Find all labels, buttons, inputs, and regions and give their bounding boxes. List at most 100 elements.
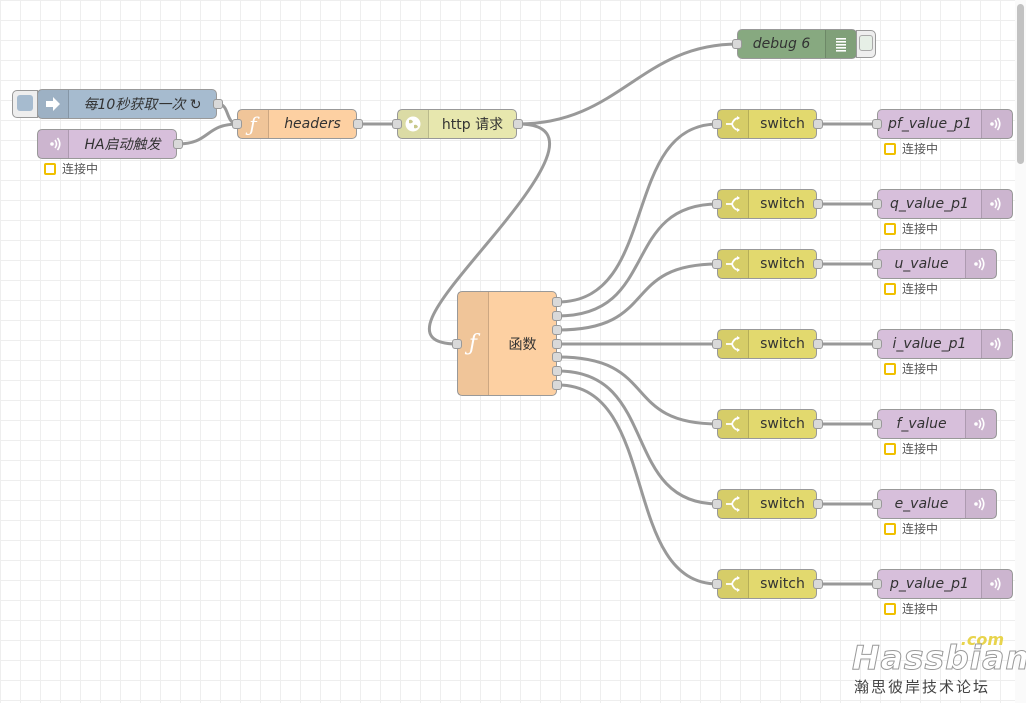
status-ring-icon [884,222,896,235]
ha-entity-status: 连接中 [884,220,938,237]
status-ring-icon [884,142,896,155]
switch-node[interactable]: switch [717,489,817,519]
switch-label: switch [760,416,805,432]
ha-entity-label: p_value_p1 [890,576,969,592]
ha-start-node[interactable]: HA启动触发 [37,129,177,159]
wire-http-debug [516,42,740,126]
ha-entity-label: f_value [896,416,947,432]
http-request-label: http 请求 [441,117,504,133]
wire-func-switch7 [556,383,720,586]
switch-input-port[interactable] [712,119,722,129]
headers-function-node[interactable]: ƒ headers [237,109,357,139]
func-output-port-6[interactable] [552,366,562,376]
ha-entity-input-port[interactable] [872,419,882,429]
ha-start-status: 连接中 [44,160,98,177]
debug-node[interactable]: debug 6 [737,29,857,59]
switch-node[interactable]: switch [717,409,817,439]
ha-entity-node[interactable]: e_value [877,489,997,519]
wifi-signal-icon [965,490,996,518]
watermark-com: .com [960,630,1004,649]
ha-entity-input-port[interactable] [872,259,882,269]
inject-node[interactable]: 每10秒获取一次 ↻ [37,89,217,119]
switch-icon [718,490,749,518]
ha-entity-node[interactable]: q_value_p1 [877,189,1013,219]
func-input-port[interactable] [452,339,462,349]
ha-entity-status-text: 连接中 [902,142,939,156]
ha-entity-input-port[interactable] [872,199,882,209]
func-output-port-4[interactable] [552,339,562,349]
ha-entity-node[interactable]: u_value [877,249,997,279]
debug-toggle-button[interactable] [856,30,876,58]
ha-entity-status: 连接中 [884,280,938,297]
main-function-node[interactable]: ƒ 函数 [457,291,557,396]
switch-output-port[interactable] [813,419,823,429]
ha-entity-node[interactable]: f_value [877,409,997,439]
arrow-in-icon [38,90,69,118]
switch-input-port[interactable] [712,499,722,509]
debug-input-port[interactable] [732,39,742,49]
ha-entity-label: u_value [894,256,949,272]
switch-node[interactable]: switch [717,569,817,599]
function-icon: ƒ [238,110,269,138]
http-output-port[interactable] [513,119,523,129]
switch-input-port[interactable] [712,339,722,349]
status-ring-icon [884,282,896,295]
func-output-port-5[interactable] [552,352,562,362]
switch-input-port[interactable] [712,419,722,429]
switch-input-port[interactable] [712,199,722,209]
ha-entity-status-text: 连接中 [902,282,939,296]
headers-input-port[interactable] [232,119,242,129]
switch-node[interactable]: switch [717,329,817,359]
wifi-signal-icon [981,190,1012,218]
switch-output-port[interactable] [813,259,823,269]
inject-button-square [17,95,33,111]
ha-entity-status-text: 连接中 [902,442,939,456]
ha-start-output-port[interactable] [173,139,183,149]
switch-node[interactable]: switch [717,249,817,279]
switch-icon [718,250,749,278]
http-request-node[interactable]: http 请求 [397,109,517,139]
ha-entity-status: 连接中 [884,440,938,457]
switch-node[interactable]: switch [717,109,817,139]
status-ring-icon [884,602,896,615]
switch-output-port[interactable] [813,119,823,129]
func-output-port-2[interactable] [552,311,562,321]
ha-entity-input-port[interactable] [872,579,882,589]
ha-start-label: HA启动触发 [84,137,161,153]
headers-output-port[interactable] [353,119,363,129]
list-icon [825,30,856,58]
status-ring-icon [884,362,896,375]
ha-entity-status: 连接中 [884,140,938,157]
watermark-tagline: 瀚思彼岸技术论坛 [854,678,991,696]
vertical-scrollbar[interactable] [1015,0,1026,703]
switch-input-port[interactable] [712,259,722,269]
debug-label: debug 6 [752,36,811,52]
ha-entity-label: q_value_p1 [890,196,969,212]
func-output-port-7[interactable] [552,380,562,390]
http-input-port[interactable] [392,119,402,129]
inject-output-port[interactable] [213,99,223,109]
ha-entity-node[interactable]: p_value_p1 [877,569,1013,599]
switch-output-port[interactable] [813,339,823,349]
inject-trigger-button[interactable] [12,90,38,118]
ha-entity-input-port[interactable] [872,339,882,349]
wire-http-func [427,122,551,346]
switch-output-port[interactable] [813,499,823,509]
ha-entity-status: 连接中 [884,600,938,617]
switch-label: switch [760,336,805,352]
ha-entity-label: pf_value_p1 [888,116,972,132]
scrollbar-thumb[interactable] [1017,4,1024,164]
ha-entity-input-port[interactable] [872,119,882,129]
ha-entity-node[interactable]: i_value_p1 [877,329,1013,359]
switch-node[interactable]: switch [717,189,817,219]
switch-output-port[interactable] [813,579,823,589]
switch-input-port[interactable] [712,579,722,589]
switch-output-port[interactable] [813,199,823,209]
wire-func-switch3 [556,262,720,332]
func-output-port-1[interactable] [552,297,562,307]
ha-entity-input-port[interactable] [872,499,882,509]
ha-entity-label: e_value [894,496,949,512]
status-ring-icon [884,522,896,535]
ha-entity-node[interactable]: pf_value_p1 [877,109,1013,139]
func-output-port-3[interactable] [552,325,562,335]
